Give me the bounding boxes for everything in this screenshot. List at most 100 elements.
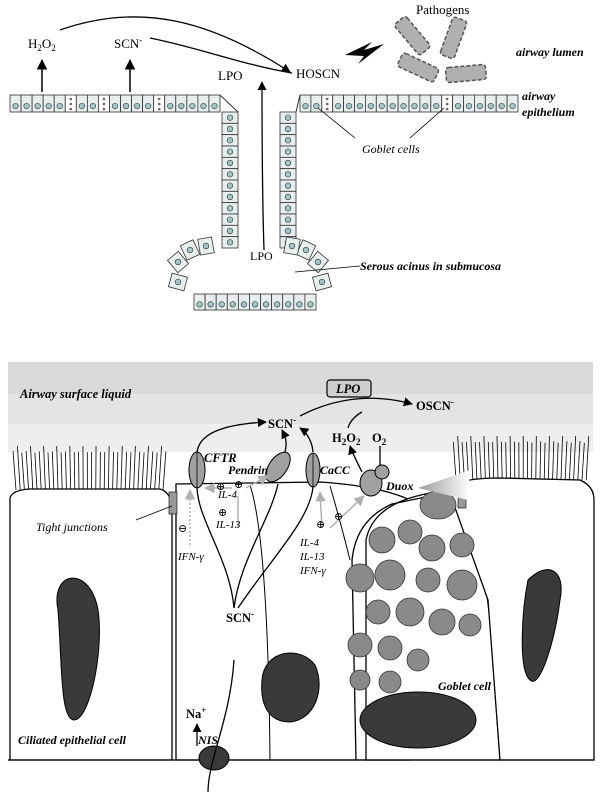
- cell-nucleus: [284, 216, 292, 223]
- cilium: [69, 446, 71, 491]
- il13-b-label: IL-13: [299, 551, 325, 563]
- duct-junction-left: [219, 94, 239, 113]
- cilium: [120, 445, 123, 491]
- cilium: [158, 446, 162, 491]
- cilium: [124, 451, 128, 491]
- goblet-pointer-1: [317, 107, 356, 139]
- cell-nucleus: [465, 102, 473, 110]
- duox-subunit: [374, 464, 390, 480]
- gland-duct-right: [279, 111, 297, 249]
- airway-epithelium-label-1: airway: [522, 89, 556, 103]
- cilium: [150, 451, 154, 491]
- cilium: [452, 441, 457, 481]
- cell-nucleus: [318, 278, 326, 286]
- cell-nucleus: [218, 301, 225, 308]
- h2o2-to-hoscn-arrow: [59, 16, 291, 73]
- il-to-pendrin-arrow: [245, 475, 269, 489]
- cell-nucleus: [284, 193, 292, 201]
- cilium: [500, 441, 503, 481]
- cell-nucleus: [78, 102, 85, 110]
- cell-nucleus: [226, 137, 234, 144]
- scn-to-pendrin-path: [233, 483, 279, 609]
- mucin-dot: [445, 107, 449, 111]
- asl-band-1: [8, 362, 593, 394]
- oscn-label: OSCN-: [416, 397, 454, 413]
- serous-acinus-label: Serous acinus in submucosa: [360, 259, 501, 273]
- il-to-cacc-arrow: [315, 490, 326, 529]
- cilium: [21, 452, 25, 491]
- o2-label: O2: [372, 431, 387, 447]
- cilium: [539, 441, 542, 481]
- cilium: [552, 441, 555, 481]
- mucus-secretion-cone: [418, 470, 470, 500]
- cell-nucleus: [56, 102, 63, 110]
- cell-nucleus: [186, 246, 194, 254]
- cell-nucleus: [226, 148, 234, 155]
- mucin-dot: [102, 107, 106, 111]
- ifn-b-label: IFN-γ: [299, 565, 326, 577]
- cilium: [108, 445, 110, 491]
- pendrin-label: Pendrin: [228, 463, 268, 477]
- lpo-lower-label: LPO: [250, 249, 273, 263]
- scn-to-oscn-arrow: [299, 397, 413, 417]
- cell-nucleus: [200, 102, 207, 110]
- surface-epithelium-left: [9, 94, 221, 113]
- plus-sign-4: ⊕: [316, 519, 325, 531]
- cilium: [585, 436, 590, 481]
- cell-nucleus: [174, 258, 182, 266]
- cilium: [133, 445, 136, 491]
- cell-nucleus: [284, 125, 292, 133]
- cell-nucleus: [284, 148, 292, 155]
- cell-nucleus: [307, 301, 314, 308]
- cell-nucleus: [251, 301, 259, 308]
- mucin-granules: [345, 490, 482, 694]
- cilium: [34, 452, 38, 491]
- duox-label: Duox: [385, 479, 413, 493]
- cilium: [560, 436, 563, 481]
- cell-nucleus: [509, 102, 516, 110]
- il-to-duox-arrow: [329, 495, 365, 529]
- cell-nucleus: [313, 102, 320, 110]
- cell-nucleus: [454, 102, 462, 110]
- cell-nucleus: [240, 301, 248, 308]
- lpo-box: [326, 379, 372, 398]
- cell-nucleus: [23, 102, 30, 110]
- scn-label: SCN-: [114, 35, 142, 51]
- cilia-right: [452, 435, 590, 481]
- cell-nucleus: [284, 137, 292, 144]
- mucin-dot: [445, 97, 449, 101]
- mucin-dot: [157, 97, 161, 101]
- serous-acinus: [166, 94, 333, 311]
- cilium: [535, 436, 537, 481]
- cilium: [556, 442, 559, 481]
- cell-nucleus: [226, 193, 234, 201]
- cilium: [474, 441, 478, 481]
- cell-nucleus: [174, 278, 182, 286]
- scn-to-hoscn-arrow: [149, 37, 293, 74]
- cell-nucleus: [226, 171, 234, 178]
- cilium: [56, 446, 59, 491]
- cell-nucleus: [389, 102, 396, 110]
- duct-junction-right: [295, 94, 301, 113]
- top-panel: H2O2 SCN- LPO HOSCN Pathogens airway lum…: [9, 2, 584, 311]
- cilium: [30, 446, 34, 491]
- cell-nucleus: [284, 159, 292, 167]
- minus-sign: ⊖: [178, 523, 187, 535]
- il4-a-label: IL-4: [217, 489, 237, 501]
- h2o2-label: H2O2: [28, 36, 56, 53]
- cilium: [569, 442, 572, 481]
- cell-nucleus: [226, 182, 234, 189]
- cell-nucleus: [433, 102, 440, 110]
- cilium: [145, 446, 149, 491]
- h2o2-bottom-label: H2O2: [332, 431, 361, 447]
- scn-to-cftr-path: [196, 487, 235, 609]
- nucleus-left: [56, 577, 100, 721]
- cilium: [60, 452, 63, 491]
- pathogens-label: Pathogens: [416, 2, 469, 17]
- mucin-dot: [325, 107, 329, 111]
- cilium: [12, 451, 17, 491]
- cilium: [25, 451, 29, 491]
- airway-epithelium-label-2: epithelium: [522, 105, 575, 119]
- il4-b-label: IL-4: [299, 537, 319, 549]
